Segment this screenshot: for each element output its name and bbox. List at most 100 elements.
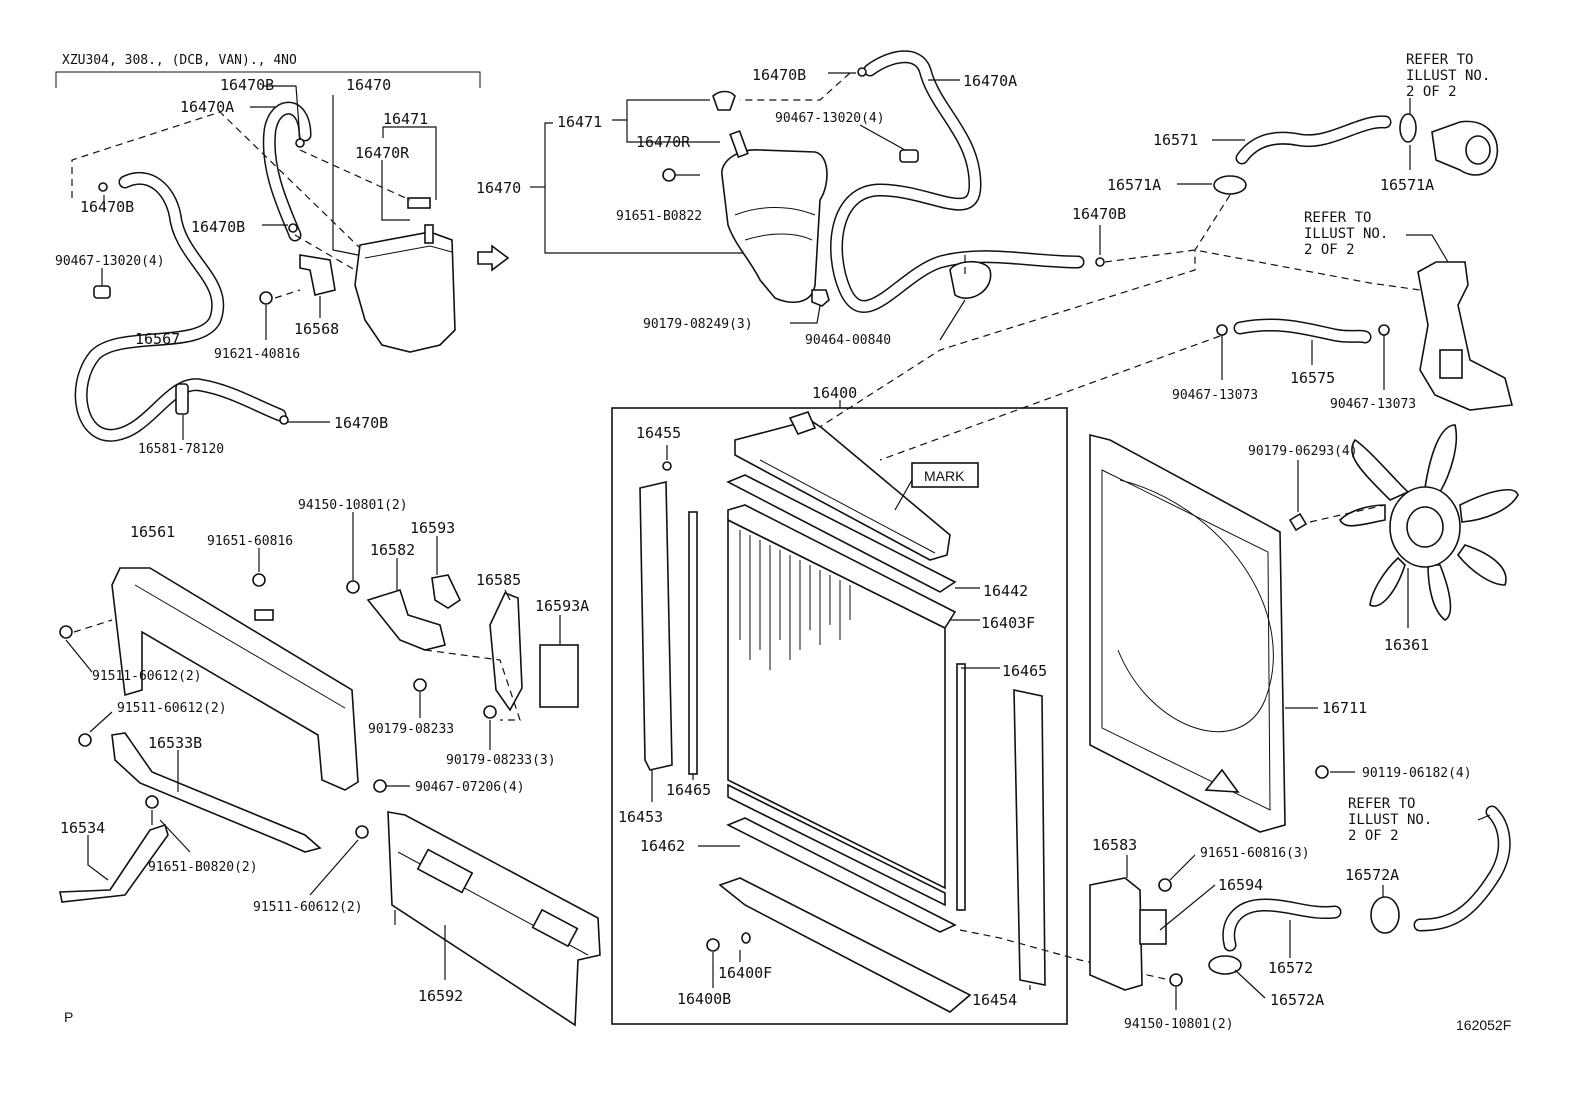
upper-hose-group: REFER TO ILLUST NO. 2 OF 2 REFER TO ILLU… [814,52,1514,461]
band-90464-00840 [949,260,992,299]
refer-note-a-line3: 2 OF 2 [1406,84,1457,100]
label-inset-16581-78120: 16581-78120 [138,442,224,457]
label-16534: 16534 [60,819,105,837]
refer-note-b-line1: REFER TO [1304,210,1371,226]
cap-16470R [729,129,749,159]
label-16582: 16582 [370,541,415,559]
reservoir-tank [721,149,828,304]
bolt-90119-06182 [1315,765,1329,779]
label-16465-right: 16465 [1002,662,1047,680]
label-top-90179-08249: 90179-08249(3) [643,317,753,332]
label-16403F: 16403F [981,614,1035,632]
label-inset-16470A: 16470A [180,98,234,116]
label-91651-60816: 91651-60816 [207,534,293,549]
label-94150-10801-bottom: 94150-10801(2) [1124,1017,1234,1032]
label-16592: 16592 [418,987,463,1005]
nut-94150-10801-bottom [1169,973,1183,987]
label-16455: 16455 [636,424,681,442]
label-inset-16568: 16568 [294,320,339,338]
filler-neck-housing [1417,261,1514,411]
bolt-91511-60612-c [355,825,369,839]
label-16572A-right: 16572A [1345,866,1399,884]
label-top-91651-B0822: 91651-B0822 [616,209,702,224]
seal-16593A [539,644,579,708]
support-group: 16561 91651-60816 94150-10801(2) 16593 1… [59,498,601,1027]
brace-16533B [111,732,322,853]
label-90467-07206: 90467-07206(4) [415,780,525,795]
bracket-16568 [299,254,336,296]
label-94150-10801-top: 94150-10801(2) [298,498,408,513]
refer-note-c-line3: 2 OF 2 [1348,828,1399,844]
reservoir-inset: XZU304, 308., (DCB, VAN)., 4NO [55,53,481,457]
clamp-16572A-bottom [1208,955,1242,975]
lower-hose-group: REFER TO ILLUST NO. 2 OF 2 16583 91651-6… [1089,796,1511,1032]
bolt-91651-B0822 [662,168,676,182]
clamp-16571A-right [1399,113,1417,143]
label-16400B: 16400B [677,990,731,1008]
label-16465-left: 16465 [666,781,711,799]
label-16454: 16454 [972,991,1017,1009]
label-90119-06182: 90119-06182(4) [1362,766,1472,781]
label-16572A-bottom: 16572A [1270,991,1324,1009]
label-91651-60816-3: 91651-60816(3) [1200,846,1310,861]
label-90179-08233: 90179-08233 [368,722,454,737]
label-16561: 16561 [130,523,175,541]
clamp-90467-13020-inset [93,285,111,299]
label-inset-16470B-bottom: 16470B [334,414,388,432]
label-inset-91621-40816: 91621-40816 [214,347,300,362]
refer-note-b-line2: ILLUST NO. [1304,226,1388,242]
model-note: XZU304, 308., (DCB, VAN)., 4NO [62,53,297,68]
mark-tag [911,462,979,488]
label-90467-13073-right: 90467-13073 [1330,397,1416,412]
bolt-91511-60612-b [78,733,92,747]
label-16583: 16583 [1092,836,1137,854]
reservoir-group: 16470B 16470A 16471 90467-13020(4) 16470… [476,50,1421,348]
label-inset-16470B-top: 16470B [220,76,274,94]
label-inset-16567: 16567 [135,330,180,348]
bolt-91511-60612-a [59,625,73,639]
refer-note-a-line2: ILLUST NO. [1406,68,1490,84]
nut-94150-10801-top [346,580,360,594]
label-16572: 16572 [1268,959,1313,977]
refer-note-a-line1: REFER TO [1406,52,1473,68]
refer-note-c-line1: REFER TO [1348,796,1415,812]
label-top-16471: 16471 [557,113,602,131]
label-16711: 16711 [1322,699,1367,717]
cap-16470R-inset [407,197,431,209]
label-16594: 16594 [1218,876,1263,894]
bolt-90467-07206 [373,779,387,793]
seal-16465-right [956,663,966,911]
o-ring-16400F [741,932,751,944]
reservoir-cap-inset [424,224,434,244]
bolt-91621-40816 [259,291,273,305]
bolt-91651-60816 [252,573,266,587]
nut-90179-08233 [413,678,427,692]
label-inset-16471: 16471 [383,110,428,128]
label-91651-B0820: 91651-B0820(2) [148,860,258,875]
clamp-16571A-left [1213,175,1247,195]
clamp-16581-78120 [175,383,189,415]
brace-16534 [59,823,169,903]
label-inset-16470: 16470 [346,76,391,94]
bracket-16582 [366,588,446,651]
corner-mark: P [64,1009,73,1025]
label-16400: 16400 [812,384,857,402]
label-16442: 16442 [983,582,1028,600]
label-top-16470B: 16470B [752,66,806,84]
label-16462: 16462 [640,837,685,855]
drain-plug-16400B [706,938,720,952]
label-90467-13073-left: 90467-13073 [1172,388,1258,403]
label-inset-16470B-mid: 16470B [191,218,245,236]
nut-90179-08233-3 [483,705,497,719]
label-16571A-left: 16571A [1107,176,1161,194]
side-bracket-16454 [1013,689,1046,986]
seal-16465-left [688,511,698,775]
filler-neck [788,411,817,435]
side-bracket-16453 [639,480,673,771]
mark-tag-text: MARK [924,468,965,484]
nut-90179-06293 [1288,512,1308,532]
label-16533B: 16533B [148,734,202,752]
fan-16361 [1339,424,1519,628]
radiator-assembly: MARK 16400 16455 16442 16403F 16465 1646… [611,384,1171,1025]
